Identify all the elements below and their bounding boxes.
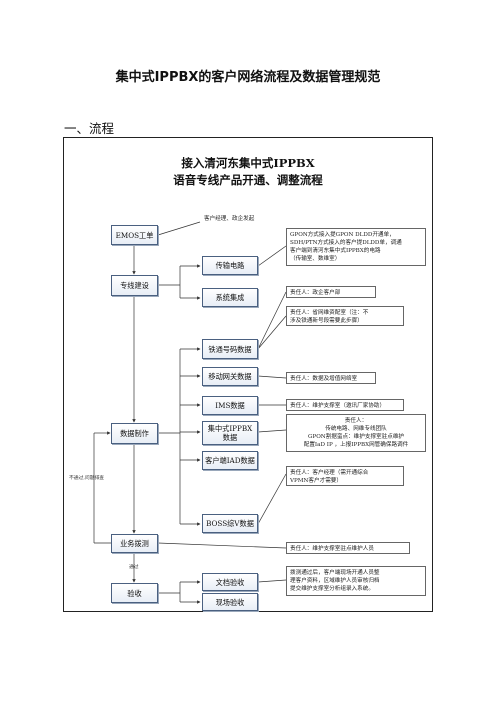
railcom-number-data-box: 铁通号码数据 [202, 339, 258, 359]
boss-note: 责任人：客户经理（需开通综合 VPMN客户才需要） [286, 466, 404, 486]
flow-title-line2: 语音专线产品开通、调整流程 [173, 173, 323, 187]
fail-loop-label: 不通过,问题排查 [69, 476, 105, 481]
emos-note: 客户经理、政企发起 [204, 216, 255, 222]
emos-workorder-box: EMOS工单 [111, 225, 158, 245]
line-build-box: 专线建设 [111, 275, 158, 296]
gov-owner-note: 责任人：政企客户部 [286, 286, 376, 298]
section-heading: 一、流程 [64, 121, 115, 136]
acceptance-note: 拨测通过后，客户端现场开通人员整 理客户资料，区域维护人员审核归档 提交维护支撑… [286, 566, 426, 596]
mobile-gateway-data-box: 移动网关数据 [202, 367, 258, 386]
data-making-box: 数据制作 [111, 423, 158, 444]
doc-title: 集中式IPPBX的客户网络流程及数据管理规范 [115, 70, 381, 85]
mobile-gateway-note: 责任人：数据及增值网络室 [286, 372, 376, 384]
central-ippbx-data-box: 集中式IPPBX 数据 [202, 421, 258, 445]
railcom-note: 责任人：省网维资配室（注：不 涉及铁通新号段需要此步骤） [286, 306, 404, 326]
transmission-note: GPON方式接入提GPON DLDD开通单， SDH/PTN方式接入的客户提DL… [286, 228, 426, 266]
dial-test-box: 业务拨测 [111, 534, 158, 553]
customer-iad-data-box: 客户端IAD数据 [202, 451, 258, 470]
dial-test-note: 责任人：维护支撑室驻点维护人员 [286, 542, 410, 554]
ims-note: 责任人：维护支撑室（邀讯厂家协助） [286, 399, 404, 411]
system-integration-box: 系统集成 [202, 288, 258, 307]
document-acceptance-box: 文档验收 [202, 573, 258, 591]
site-acceptance-box: 现场验收 [202, 593, 258, 611]
flowchart-frame [63, 137, 433, 612]
boss-data-box: BOSS综V数据 [202, 514, 258, 533]
transmission-circuit-box: 传输电路 [202, 256, 258, 275]
central-ippbx-note: 责任人： 传统电路、网维专线团队 GPON割据蛮点：维护支撑室驻点维护 配置Ia… [286, 414, 426, 452]
acceptance-box: 验收 [111, 583, 158, 603]
ims-data-box: IMS数据 [202, 396, 258, 415]
flow-title-line1: 接入清河东集中式IPPBX [181, 156, 315, 170]
pass-label: 通过 [129, 565, 139, 570]
